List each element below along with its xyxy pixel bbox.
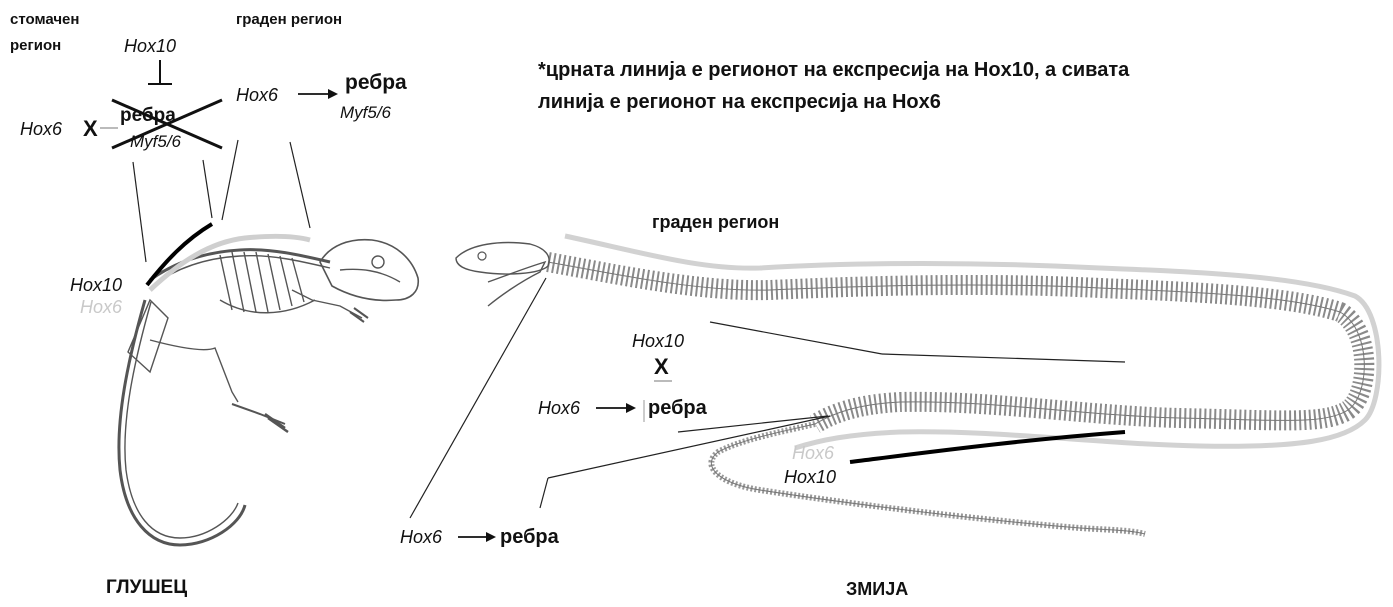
snake-hox6-bottom: Hox6 (400, 528, 442, 546)
legend-note-line1: *црната линија е регионот на експресија … (538, 60, 1129, 80)
mouse-abdominal-label: стомачен (10, 12, 79, 27)
mouse-hox6-thoracic: Hox6 (236, 86, 278, 104)
mouse-caption: ГЛУШЕЦ (106, 578, 187, 597)
mouse-hox6-body: Hox6 (80, 298, 122, 316)
mouse-skeleton (119, 240, 418, 545)
snake-thoracic-label: граден регион (652, 213, 779, 231)
legend-note-line2: линија е регионот на експресија на Hox6 (538, 92, 941, 112)
mouse-hox6-left: Hox6 (20, 120, 62, 138)
mouse-crossed-myf: Myf5/6 (130, 133, 181, 150)
snake-callout-lines (410, 278, 1125, 518)
snake-skeleton (456, 243, 1364, 534)
snake-bottom-arrow (458, 532, 496, 542)
mouse-x-mark: X (83, 118, 98, 140)
snake-hox10-body: Hox10 (784, 468, 836, 486)
snake-x-mark: X (654, 356, 669, 378)
mouse-hox10-body: Hox10 (70, 276, 122, 294)
mouse-thoracic-label: граден регион (236, 12, 342, 27)
mouse-thoracic-arrow (298, 89, 338, 99)
snake-mid-arrow (596, 400, 644, 422)
snake-hox10-line (850, 432, 1125, 462)
snake-ribs-bottom: ребра (500, 527, 559, 547)
snake-hox6-mid: Hox6 (538, 399, 580, 417)
mouse-myf-thoracic: Myf5/6 (340, 104, 391, 121)
snake-hox10-mid: Hox10 (632, 332, 684, 350)
mouse-abdominal-label-2: регион (10, 38, 61, 53)
inhibition-symbol (148, 60, 172, 84)
snake-ribs-mid: ребра (648, 398, 707, 418)
mouse-ribs-thoracic: ребра (345, 72, 407, 93)
mouse-hox10-top: Hox10 (124, 37, 176, 55)
snake-caption: ЗМИЈА (846, 580, 908, 598)
snake-hox6-body: Hox6 (792, 444, 834, 462)
mouse-crossed-ribs: ребра (120, 106, 176, 125)
